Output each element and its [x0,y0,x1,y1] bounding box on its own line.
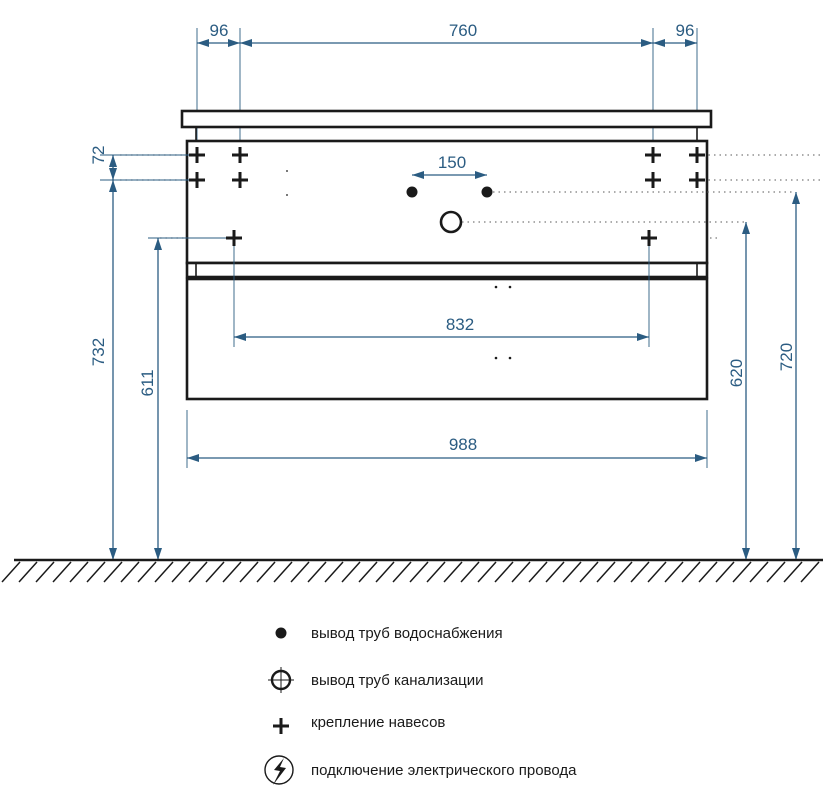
floor-hatch-line [324,561,344,583]
mount-plus-icon [273,718,289,734]
mount-plus-icon [641,230,657,246]
dim-bottom-mount-spacing: 832 [446,315,474,334]
dim-height-drain: 620 [727,359,746,387]
dim-top-center: 760 [449,21,477,40]
legend-label: вывод труб канализации [311,672,484,689]
dim-top-left: 96 [210,21,229,40]
water-supply-dot-icon [275,627,287,639]
floor-hatch-line [426,561,446,583]
floor-hatch-line [494,561,514,583]
floor-hatch-line [69,561,89,583]
drain-circle-icon [268,667,294,693]
water-supply-dot-icon [481,186,493,198]
mount-plus-icon [645,147,661,163]
dim-water-spacing: 150 [438,153,466,172]
floor-hatch-line [545,561,565,583]
floor-hatch-line [596,561,616,583]
floor-hatch-line [52,561,72,583]
floor-hatch-line [409,561,429,583]
mount-plus-icon [189,172,205,188]
drain-circle-icon [439,210,463,234]
legend: вывод труб водоснабжения вывод труб кана… [264,625,577,785]
mount-plus-icon [232,147,248,163]
floor-hatch-line [290,561,310,583]
floor-hatch-line [647,561,667,583]
floor-hatch-line [171,561,191,583]
dim-top-right: 96 [676,21,695,40]
floor-hatch-line [35,561,55,583]
floor-hatch-line [749,561,769,583]
floor-hatch-line [664,561,684,583]
dim-overall-width: 988 [449,435,477,454]
mount-points [189,147,705,246]
mount-plus-icon [232,172,248,188]
floor-hatch-line [375,561,395,583]
floor-line [1,558,823,583]
floor-hatch-line [86,561,106,583]
floor-hatch-line [307,561,327,583]
floor-hatch-line [273,561,293,583]
floor-hatch-line [154,561,174,583]
floor-hatch-line [613,561,633,583]
water-supply-outlets [406,186,795,198]
dimension-labels: 96 760 96 150 832 988 72 732 611 620 720 [89,21,796,454]
floor-hatch-line [579,561,599,583]
floor-hatch-line [630,561,650,583]
drain-outlet [439,210,745,234]
floor-hatch-line [256,561,276,583]
floor-hatch-line [137,561,157,583]
floor-hatch-line [205,561,225,583]
legend-item-water-supply: вывод труб водоснабжения [275,625,503,642]
floor-hatch-line [443,561,463,583]
floor-hatch-line [239,561,259,583]
floor-hatch-line [511,561,531,583]
floor-hatch-line [222,561,242,583]
floor-hatch-line [562,561,582,583]
floor-hatch-line [715,561,735,583]
water-supply-dot-icon [406,186,418,198]
floor-hatch-line [698,561,718,583]
dimension-lines [100,39,800,560]
floor-hatch-line [392,561,412,583]
floor-hatch-line [358,561,378,583]
legend-item-drain: вывод труб канализации [268,667,484,693]
mount-plus-icon [689,147,705,163]
floor-hatch-line [188,561,208,583]
mount-plus-icon [689,172,705,188]
mount-plus-icon [226,230,242,246]
floor-hatch-line [460,561,480,583]
legend-label: крепление навесов [311,714,445,731]
floor-hatch-line [1,561,21,583]
floor-hatch-line [800,561,820,583]
floor-hatch-line [732,561,752,583]
floor-hatch-line [341,561,361,583]
legend-item-mount: крепление навесов [273,714,445,734]
floor-hatch-line [681,561,701,583]
legend-label: подключение электрического провода [311,762,577,779]
mount-plus-icon [645,172,661,188]
floor-hatch-line [103,561,123,583]
dim-height-water: 720 [777,343,796,371]
floor-hatch-line [477,561,497,583]
floor-hatch-line [766,561,786,583]
floor-hatch-line [783,561,803,583]
dim-mount-vertical-spacing: 72 [89,146,108,165]
floor-hatch-line [120,561,140,583]
dim-height-bottom-mount: 611 [138,369,157,396]
legend-item-electric: подключение электрического провода [264,755,577,785]
dim-height-top-mount: 732 [89,338,108,366]
floor-hatch-line [18,561,38,583]
floor-hatch-line [528,561,548,583]
electric-connection-icon [264,755,294,785]
legend-label: вывод труб водоснабжения [311,625,503,642]
mount-plus-icon [189,147,205,163]
